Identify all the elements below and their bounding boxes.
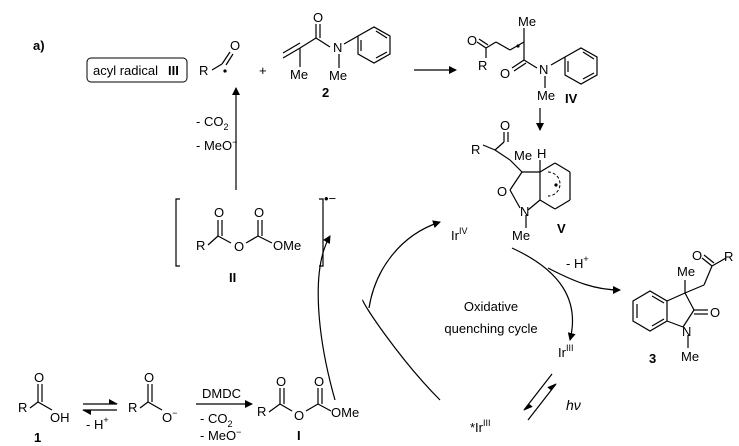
compound-II-OMe: OMe — [273, 238, 301, 253]
ir-iii-excited-label: *IrIII — [470, 418, 491, 435]
arrow-to-IrIV — [368, 220, 441, 309]
carboxylate-Ominus: O− — [162, 408, 177, 425]
arrow-I-to-II — [317, 235, 336, 401]
compound-IV-ketone-O: O — [467, 33, 477, 48]
cycle-label-line1: Oxidative — [464, 299, 518, 314]
compound-3-N: N — [682, 324, 691, 339]
compound-2-structure — [282, 24, 391, 68]
compound-V-structure — [482, 132, 571, 228]
compound-IV-radical-dot — [516, 44, 520, 48]
compound-2-NMe: Me — [329, 68, 347, 83]
ir-iii-label: IrIII — [558, 343, 573, 360]
compound-3-structure — [632, 254, 727, 348]
cycle-label-line2: quenching cycle — [444, 321, 537, 336]
compound-I-O2: O — [294, 408, 304, 423]
compound-II-structure — [175, 198, 324, 267]
relaxation-arrow — [523, 373, 553, 411]
carboxylate-R: R — [128, 400, 137, 415]
acyl-radical-box: acyl radical III — [86, 57, 188, 83]
compound-V-amide-O: O — [497, 184, 507, 199]
compound-2-N: N — [333, 40, 342, 55]
compound-1-R: R — [18, 400, 27, 415]
ir-iv-label: IrIV — [451, 226, 467, 243]
minus-meo-label: - MeO− — [196, 137, 237, 153]
dmdc-minus-co2: - CO2 — [200, 411, 232, 429]
excitation-arrow — [527, 383, 557, 421]
arrow-IrIV-to-IrIII — [511, 247, 576, 341]
panel-label: a) — [33, 38, 45, 53]
compound-2-label: 2 — [322, 85, 329, 100]
compound-IV-label: IV — [565, 91, 578, 106]
compound-II-label: II — [229, 270, 236, 285]
compound-V-radical-dot — [554, 183, 558, 187]
compound-V-delocalized-arc — [547, 171, 561, 197]
compound-IV-Me: Me — [518, 14, 536, 29]
carboxylate-O: O — [144, 370, 154, 385]
compound-V-H: H — [537, 146, 546, 161]
compound-3-R: R — [724, 249, 733, 264]
minus-co2-label: - CO2 — [196, 114, 228, 132]
compound-3-label: 3 — [649, 351, 656, 366]
compound-3-Me: Me — [677, 264, 695, 279]
compound-IV-R: R — [478, 58, 487, 73]
compound-2-O: O — [313, 10, 323, 25]
compound-II-O1: O — [214, 205, 224, 220]
radical-dot — [223, 69, 227, 73]
compound-I-label: I — [297, 428, 301, 443]
arrow-to-product-3 — [547, 267, 621, 294]
compound-IV-structure — [476, 28, 598, 88]
compound-V-N: N — [520, 204, 529, 219]
compound-IV-amide-O: O — [500, 66, 510, 81]
compound-2-Me: Me — [290, 67, 308, 82]
compound-V-label: V — [557, 221, 566, 236]
compound-V-NMe: Me — [512, 228, 530, 243]
light-label: hν — [566, 397, 581, 413]
acyl-radical-label: acyl radical — [93, 63, 158, 78]
dmdc-minus-meo: - MeO− — [200, 427, 241, 443]
compound-1-OH: OH — [50, 410, 70, 425]
compound-1-structure — [29, 384, 53, 411]
compound-I-R: R — [257, 404, 266, 419]
compound-V-ketone-O: O — [500, 118, 510, 133]
plus-sign: + — [259, 63, 267, 78]
compound-I-OMe: OMe — [331, 405, 359, 420]
compound-II-charge: •− — [324, 191, 336, 206]
acyl-radical-R: R — [199, 63, 208, 78]
compound-II-O3: O — [254, 205, 264, 220]
compound-3-NMe: Me — [681, 349, 699, 364]
compound-I-O1: O — [276, 374, 286, 389]
dmdc-label: DMDC — [202, 386, 241, 401]
acyl-radical-O: O — [230, 38, 240, 53]
compound-II-R: R — [196, 238, 205, 253]
compound-II-O2: O — [234, 239, 244, 254]
compound-IV-NMe: Me — [537, 88, 555, 103]
compound-1-O: O — [34, 370, 44, 385]
compound-3-ketone-O: O — [692, 248, 702, 263]
acyl-radical-numeral: III — [168, 63, 179, 78]
compound-IV-N: N — [539, 62, 548, 77]
compound-I-O3: O — [314, 374, 324, 389]
compound-1-label: 1 — [34, 430, 41, 445]
equilibrium-deprotonation-label: - H+ — [86, 415, 109, 432]
deprotonation-label: - H+ — [566, 254, 589, 271]
arrow-Ir-star-tail — [362, 299, 441, 401]
compound-V-Me: Me — [514, 148, 532, 163]
carboxylate-structure — [139, 384, 163, 411]
compound-I-structure — [268, 388, 332, 413]
compound-3-amide-O: O — [710, 305, 720, 320]
compound-V-R: R — [471, 142, 480, 157]
acyl-radical-structure — [211, 51, 234, 71]
